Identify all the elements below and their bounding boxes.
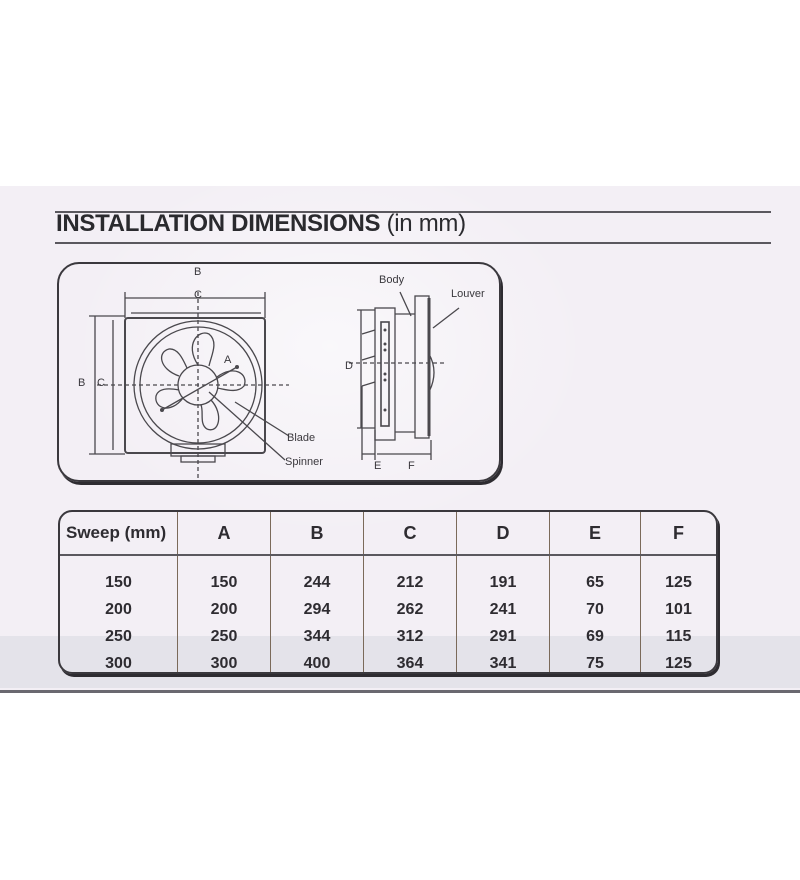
- cell-f: 125: [665, 655, 692, 672]
- header-d: D: [456, 512, 550, 556]
- installation-diagram: B C B C A Blade Spinner Body Louver D E …: [57, 262, 501, 482]
- title-unit: (in mm): [386, 210, 467, 237]
- cell-d: 291: [456, 623, 550, 650]
- header-sweep: Sweep (mm): [60, 512, 178, 556]
- header-e: E: [549, 512, 641, 556]
- callout-body: Body: [379, 274, 405, 286]
- cell-sweep: 250: [60, 623, 178, 650]
- cell-a: 150: [177, 555, 271, 596]
- title-bottom-rule: [55, 242, 771, 244]
- table-row: 200 200 294 262 241 70 101: [60, 596, 716, 623]
- cell-f: 125: [665, 574, 692, 591]
- cell-e: 75: [549, 650, 641, 672]
- dim-label-b-top: B: [194, 266, 202, 278]
- dim-label-b-left: B: [78, 377, 86, 389]
- table-row: 250 250 344 312 291 69 115: [60, 623, 716, 650]
- cell-e: 70: [549, 596, 641, 623]
- cell-e: 69: [549, 623, 641, 650]
- callout-blade: Blade: [287, 432, 316, 444]
- fan-drawing-icon: [89, 291, 460, 478]
- page-title: INSTALLATION DIMENSIONS (in mm): [56, 210, 466, 238]
- dim-label-a: A: [224, 354, 232, 366]
- title-main: INSTALLATION DIMENSIONS: [56, 210, 381, 237]
- header-c: C: [363, 512, 457, 556]
- title-top-rule: [55, 211, 771, 213]
- header-b: B: [270, 512, 364, 556]
- table-row: 300 300 400 364 341 75 125: [60, 650, 716, 672]
- cell-sweep: 300: [60, 650, 178, 672]
- dim-label-e: E: [374, 460, 382, 472]
- cell-c: 364: [363, 650, 457, 672]
- dim-label-f: F: [408, 460, 415, 472]
- table-row: 150 150 244 212 191 65 125: [60, 555, 716, 596]
- cell-b: 294: [270, 596, 364, 623]
- cell-f: 115: [665, 628, 692, 645]
- cell-b: 344: [270, 623, 364, 650]
- dimensions-table: Sweep (mm) A B C D E F 150 150 244 212 1…: [58, 510, 718, 674]
- dim-label-c-top: C: [194, 289, 202, 301]
- header-a: A: [177, 512, 271, 556]
- header-f: F: [640, 512, 716, 556]
- cell-a: 200: [177, 596, 271, 623]
- cell-c: 262: [363, 596, 457, 623]
- cell-a: 250: [177, 623, 271, 650]
- callout-louver: Louver: [451, 288, 485, 300]
- cell-d: 341: [456, 650, 550, 672]
- cell-sweep: 150: [60, 555, 178, 596]
- cell-b: 400: [270, 650, 364, 672]
- cell-c: 212: [363, 555, 457, 596]
- page-edge: [0, 690, 800, 693]
- dim-label-c-left: C: [97, 377, 105, 389]
- cell-f: 101: [665, 601, 692, 618]
- cell-sweep: 200: [60, 596, 178, 623]
- table-header-row: Sweep (mm) A B C D E F: [60, 512, 716, 556]
- cell-b: 244: [270, 555, 364, 596]
- cell-e: 65: [549, 555, 641, 596]
- callout-spinner: Spinner: [285, 456, 323, 468]
- cell-a: 300: [177, 650, 271, 672]
- cell-c: 312: [363, 623, 457, 650]
- cell-d: 241: [456, 596, 550, 623]
- cell-d: 191: [456, 555, 550, 596]
- dim-label-d: D: [345, 360, 353, 372]
